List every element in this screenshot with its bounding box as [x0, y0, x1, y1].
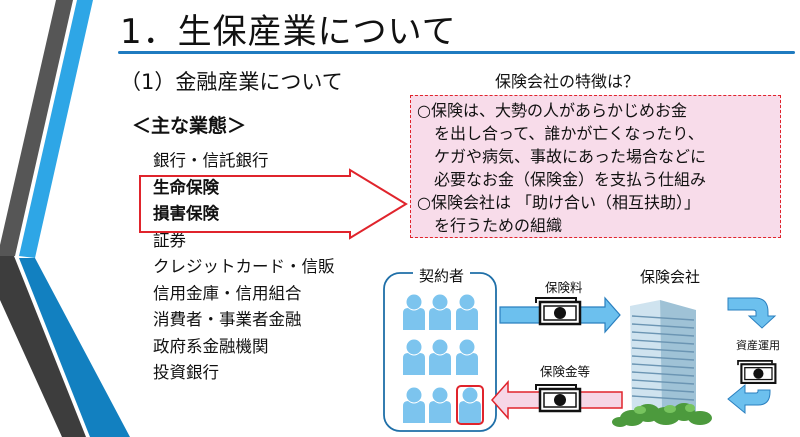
- feature-line: 必要なお金（保険金）を支払う仕組み: [434, 170, 707, 189]
- feature-line: ○保険会社は 「助け合い（相互扶助）」: [417, 193, 701, 212]
- page-title: 1．生保産業について: [120, 12, 457, 52]
- business-type-item: 信用金庫・信用組合: [153, 283, 302, 303]
- asset-return-arrow-icon: [727, 383, 771, 415]
- highlight-arrow: [139, 168, 408, 240]
- business-types-heading: ＜主な業態＞: [132, 115, 247, 137]
- section-subtitle: （1）金融産業について: [120, 70, 343, 94]
- asset-out-arrow-icon: [727, 297, 777, 329]
- business-type-item: 消費者・事業者金融: [153, 310, 302, 329]
- features-title: 保険会社の特徴は？: [495, 72, 640, 91]
- business-type-item: クレジットカード・信販: [153, 257, 335, 276]
- insurer-label: 保険会社: [640, 268, 701, 286]
- benefit-label: 保険金等: [540, 364, 591, 379]
- person-icon-highlighted: [459, 387, 481, 423]
- person-icon: [403, 339, 425, 375]
- feature-line: ○保険は、大勢の人があらかじめお金: [417, 101, 687, 120]
- title-underline: [118, 51, 795, 54]
- feature-line: ケガや病気、事故にあった場合などに: [434, 147, 707, 166]
- asset-management-label: 資産運用: [736, 339, 780, 352]
- business-type-item-life-insurance: 生命保険: [153, 177, 219, 197]
- person-icon: [429, 294, 451, 330]
- person-icon: [456, 339, 478, 375]
- money-bill-icon: [534, 383, 582, 413]
- premium-label: 保険料: [545, 280, 583, 295]
- features-box: ○保険は、大勢の人があらかじめお金 を出し合って、誰かが亡くなったり、 ケガや病…: [410, 95, 781, 238]
- money-bill-icon: [534, 296, 582, 326]
- contractors-label: 契約者: [413, 265, 471, 286]
- person-icon: [403, 387, 425, 423]
- insurance-flow-diagram: [383, 272, 777, 432]
- person-icon: [429, 387, 451, 423]
- decorative-stripes: [0, 0, 130, 437]
- person-icon: [403, 294, 425, 330]
- person-icon: [456, 294, 478, 330]
- person-icon: [429, 339, 451, 375]
- business-type-item: 証券: [153, 230, 186, 250]
- feature-line: を出し合って、誰かが亡くなったり、: [434, 124, 704, 143]
- building-icon: [612, 300, 712, 427]
- business-type-item: 銀行・信託銀行: [153, 151, 269, 170]
- money-bill-icon: [736, 359, 777, 385]
- business-type-item-nonlife-insurance: 損害保険: [153, 204, 219, 223]
- highlight-box: [456, 385, 484, 425]
- feature-line: を行うための組織: [434, 216, 563, 235]
- business-type-item: 投資銀行: [153, 363, 219, 382]
- business-types-list: 銀行・信託銀行 生命保険 損害保険 証券 クレジットカード・信販 信用金庫・信用…: [153, 148, 335, 387]
- business-type-item: 政府系金融機関: [153, 336, 269, 356]
